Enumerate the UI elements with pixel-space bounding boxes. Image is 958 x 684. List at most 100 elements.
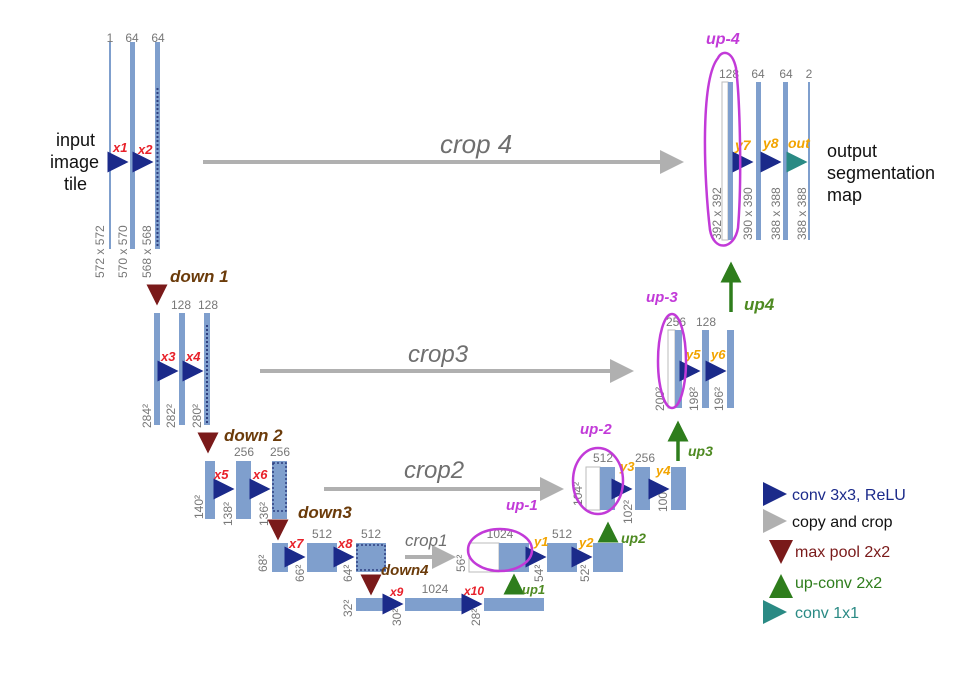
copied-feature-map [667, 329, 676, 409]
legend: conv 3x3, ReLU copy and crop max pool 2x… [763, 482, 906, 624]
channel-label: 64 [125, 31, 139, 45]
handwritten-x3: x3 [160, 349, 176, 364]
channel-label: 64 [151, 31, 165, 45]
feature-map [272, 543, 288, 572]
handwritten-x4: x4 [185, 349, 201, 364]
channel-label: 128 [171, 298, 191, 312]
handwritten-y5: y5 [685, 347, 701, 362]
dim-label: 280² [190, 404, 204, 428]
handwritten-y6: y6 [710, 347, 726, 362]
decoder-level-2: 256 128 200² 198² 196² y5 y6 up-3 [646, 289, 734, 411]
dim-label: 66² [293, 565, 307, 582]
dim-label: 140² [192, 495, 206, 519]
channel-label: 512 [361, 527, 381, 541]
dim-label: 200² [653, 387, 667, 411]
feature-map [405, 598, 465, 611]
dim-label: 196² [712, 387, 726, 411]
handwritten-y1: y1 [533, 534, 548, 549]
feature-map [547, 543, 577, 572]
level-3-encoder: 256 256 140² 138² 136² x5 x6 [192, 445, 290, 526]
handwritten-upconv1: up1 [522, 582, 545, 597]
handwritten-up3: up-3 [646, 289, 678, 306]
handwritten-up1: up-1 [506, 497, 538, 514]
dim-label: 570 x 570 [116, 225, 130, 278]
dim-label: 282² [164, 404, 178, 428]
dim-label: 138² [221, 502, 235, 526]
decoder-level-1: 128 64 64 2 392 x 392 390 x 390 388 x 38… [703, 31, 940, 247]
input-label-line: image [50, 152, 99, 172]
upconv-feature-map [728, 82, 733, 240]
handwritten-y2: y2 [578, 535, 594, 550]
dim-label: 390 x 390 [741, 187, 755, 240]
feature-map [671, 467, 686, 510]
dim-label: 30² [390, 609, 404, 626]
dim-label: 198² [687, 387, 701, 411]
legend-upconv-label: up-conv 2x2 [795, 575, 882, 592]
handwritten-crop2: crop2 [404, 457, 464, 484]
feature-map [205, 461, 215, 519]
feature-map-crop-region [272, 462, 287, 512]
upconv-feature-map [675, 330, 682, 408]
dim-label: 284² [140, 404, 154, 428]
feature-map [356, 543, 386, 572]
feature-map-crop-region [356, 544, 386, 571]
feature-map [484, 598, 544, 611]
handwritten-x8: x8 [337, 536, 353, 551]
output-label: output segmentation map [827, 141, 940, 205]
channel-label: 128 [696, 315, 716, 329]
dim-label: 572 x 572 [93, 225, 107, 278]
dim-label: 100² [656, 488, 670, 512]
handwritten-x9: x9 [389, 585, 404, 599]
handwritten-down1: down 1 [170, 267, 229, 286]
feature-map [356, 598, 386, 611]
handwritten-up3-circle [656, 312, 688, 410]
handwritten-y8: y8 [762, 135, 779, 151]
upconv-feature-map [600, 467, 615, 510]
dim-label: 392 x 392 [710, 187, 724, 240]
dim-label: 388 x 388 [769, 187, 783, 240]
decoder-level-3: 512 256 104² 102² 100² y3 y4 up-2 [571, 421, 686, 524]
handwritten-y7: y7 [734, 137, 752, 153]
handwritten-out: out [788, 135, 811, 151]
dim-label: 28² [469, 609, 483, 626]
channel-label: 128 [198, 298, 218, 312]
handwritten-x7: x7 [288, 536, 304, 551]
input-label: input image tile [50, 130, 104, 194]
output-label-line: segmentation [827, 163, 935, 183]
handwritten-y4: y4 [655, 463, 671, 478]
handwritten-x1: x1 [112, 140, 127, 155]
dim-label: 54² [532, 565, 546, 582]
feature-map [272, 461, 287, 519]
level-4-encoder: 512 512 68² 66² 64² x7 x8 [256, 527, 386, 582]
feature-map [635, 467, 650, 510]
output-label-line: map [827, 185, 862, 205]
handwritten-x10: x10 [463, 584, 484, 598]
feature-map [179, 313, 185, 425]
input-label-line: input [56, 130, 95, 150]
dim-label: 568 x 568 [140, 225, 154, 278]
channel-label: 256 [270, 445, 290, 459]
handwritten-up2: up-2 [580, 421, 612, 438]
feature-map-1 [109, 42, 111, 249]
dim-label: 68² [256, 555, 270, 572]
input-label-line: tile [64, 174, 87, 194]
legend-conv-label: conv 3x3, ReLU [792, 487, 906, 504]
channel-label: 512 [312, 527, 332, 541]
output-label-line: output [827, 141, 877, 161]
upconv-feature-map [499, 543, 529, 572]
legend-copy-label: copy and crop [792, 514, 893, 531]
feature-map [307, 543, 337, 572]
handwritten-upconv2: up2 [621, 530, 646, 546]
handwritten-x6: x6 [252, 467, 268, 482]
channel-label: 512 [593, 451, 613, 465]
handwritten-x2: x2 [137, 142, 153, 157]
handwritten-x5: x5 [213, 467, 229, 482]
channel-label: 64 [751, 67, 765, 81]
level-2-encoder: 128 128 284² 282² 280² x3 x4 [140, 298, 218, 428]
feature-map [756, 82, 761, 240]
handwritten-crop1: crop1 [405, 531, 448, 550]
feature-map [236, 461, 251, 519]
decoder-level-4: 1024 512 56² 54² 52² y1 y2 up-1 [454, 497, 623, 582]
feature-map [783, 82, 788, 240]
